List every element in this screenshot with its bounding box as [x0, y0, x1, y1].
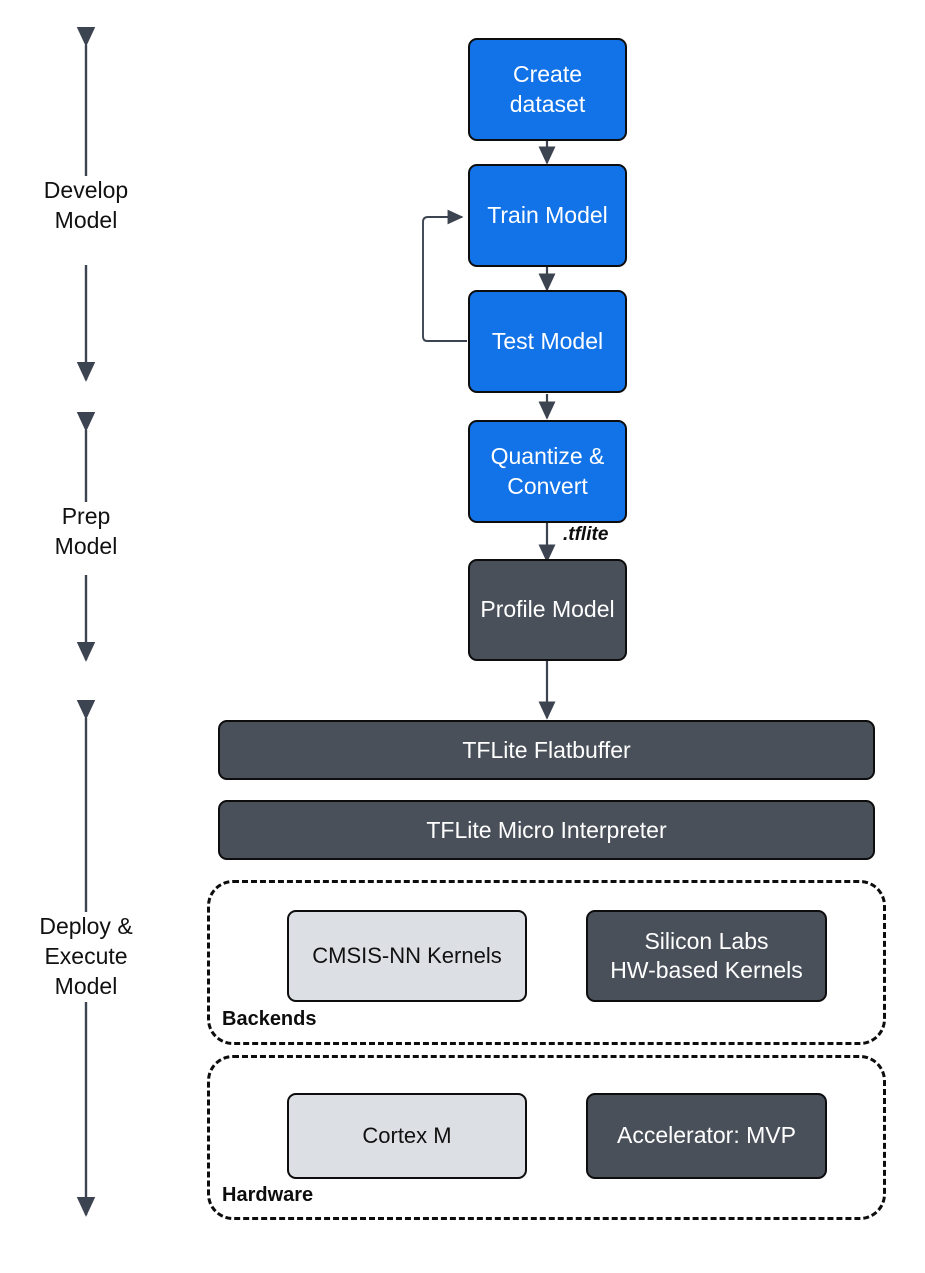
node-cmsis-nn-kernels[interactable]: CMSIS-NN Kernels [287, 910, 527, 1002]
group-backends [207, 880, 886, 1045]
node-profile-model[interactable]: Profile Model [468, 559, 627, 661]
node-test-model[interactable]: Test Model [468, 290, 627, 393]
node-quantize-convert[interactable]: Quantize & Convert [468, 420, 627, 523]
phase-label-deploy: Deploy & Execute Model [14, 912, 158, 1002]
edge-test-to-train-feedback [422, 209, 467, 342]
phase-label-develop: Develop Model [14, 176, 158, 236]
node-cortex-m[interactable]: Cortex M [287, 1093, 527, 1179]
node-create-dataset[interactable]: Create dataset [468, 38, 627, 141]
node-accelerator-mvp[interactable]: Accelerator: MVP [586, 1093, 827, 1179]
node-silicon-labs-hw-kernels[interactable]: Silicon Labs HW-based Kernels [586, 910, 827, 1002]
group-hardware [207, 1055, 886, 1220]
bar-tflite-micro-interpreter[interactable]: TFLite Micro Interpreter [218, 800, 875, 860]
group-label-hardware: Hardware [222, 1184, 314, 1206]
phase-label-prep: Prep Model [14, 502, 158, 562]
node-train-model[interactable]: Train Model [468, 164, 627, 267]
bar-tflite-flatbuffer[interactable]: TFLite Flatbuffer [218, 720, 875, 780]
group-label-backends: Backends [222, 1008, 317, 1030]
edge-label-tflite: .tflite [563, 524, 609, 545]
